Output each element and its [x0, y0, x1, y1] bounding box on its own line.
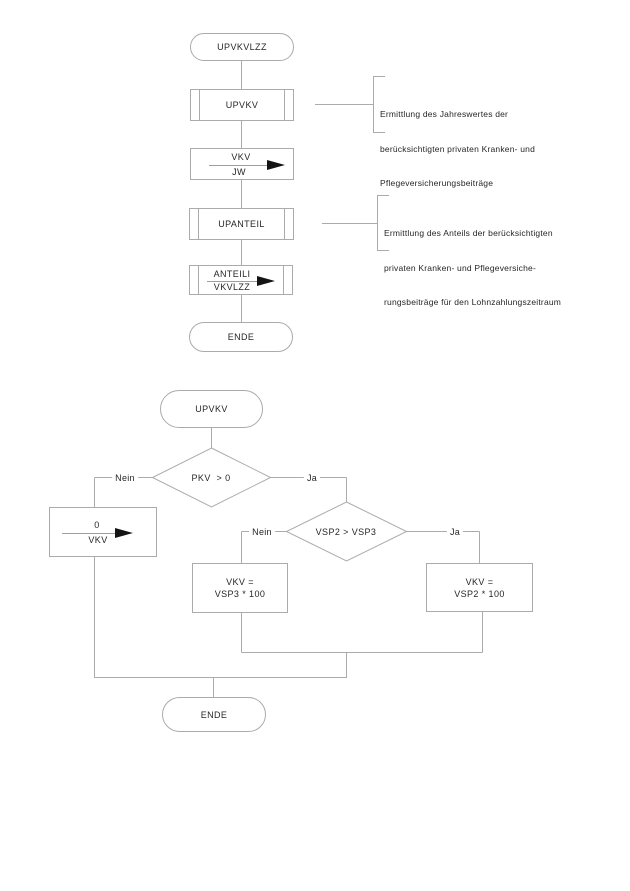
assign-arrow-icon [115, 528, 133, 538]
process-line: VSP3 * 100 [214, 589, 266, 599]
subroutine-label: UPANTEIL [218, 219, 265, 229]
decision-vsp-label: VSP2 > VSP3 [315, 527, 377, 537]
terminator-upvkv-start: UPVKV [160, 390, 263, 428]
subroutine-bar [284, 90, 285, 120]
assign-box-0-vkv: 0 VKV [49, 507, 157, 557]
terminator-ende-top: ENDE [189, 322, 293, 352]
process-line: VKV = [465, 576, 494, 587]
process-line: VKV = [226, 577, 254, 587]
assign-line [209, 165, 268, 166]
assign-source-label: 0 [94, 520, 100, 530]
annotation-line: Pflegeversicherungsbeiträge [380, 178, 494, 188]
annotation-line: berücksichtigten privaten Kranken- und [380, 143, 536, 154]
annotation-upanteil: Ermittlung des Anteils der berücksichtig… [384, 205, 561, 332]
branch-label-ja: Ja [446, 527, 464, 537]
assign-box-anteili-vkvlzz: ANTEILI VKVLZZ [189, 265, 293, 295]
annotation-line: Ermittlung des Jahreswertes der [380, 109, 509, 119]
terminator-label: UPVKVLZZ [217, 42, 267, 52]
assign-box-vkv-jw: VKV JW [190, 148, 294, 180]
subroutine-bar [198, 209, 199, 239]
annotation-line: Ermittlung des Anteils der berücksichtig… [384, 228, 553, 238]
subroutine-bar [199, 90, 200, 120]
process-box-vsp2: VKV = VSP2 * 100 [426, 563, 533, 612]
assign-source-label: ANTEILI [213, 269, 251, 279]
terminator-label: ENDE [200, 709, 228, 720]
annotation-upvkv: Ermittlung des Jahreswertes der berücksi… [380, 86, 535, 213]
subroutine-upanteil: UPANTEIL [189, 208, 294, 240]
assign-target-label: VKV [88, 535, 108, 545]
subroutine-label: UPVKV [225, 100, 259, 110]
assign-arrow-icon [257, 276, 275, 286]
assign-target-label: JW [232, 167, 246, 177]
terminator-upvkvlzz: UPVKVLZZ [190, 33, 294, 61]
terminator-label: UPVKV [195, 404, 228, 414]
assign-line [207, 281, 258, 282]
subroutine-bar [283, 266, 284, 294]
decision-diamond-vsp [285, 501, 408, 562]
decision-diamond-pkv [151, 447, 272, 508]
annotation-bracket [377, 195, 389, 251]
branch-label-ja: Ja [303, 473, 321, 483]
subroutine-bar [198, 266, 199, 294]
subroutine-bar [284, 209, 285, 239]
branch-label-nein: Nein [249, 527, 275, 537]
annotation-bracket [373, 76, 385, 133]
assign-source-label: VKV [231, 152, 251, 162]
assign-target-label: VKVLZZ [213, 282, 251, 292]
process-box-vsp3: VKV = VSP3 * 100 [192, 563, 288, 613]
branch-label-nein: Nein [112, 473, 138, 483]
assign-arrow-icon [267, 160, 285, 170]
decision-pkv-label: PKV > 0 [191, 473, 231, 483]
terminator-label: ENDE [227, 332, 255, 342]
subroutine-upvkv: UPVKV [190, 89, 294, 121]
process-line: VSP2 * 100 [454, 588, 505, 599]
annotation-line: rungsbeiträge für den Lohnzahlungszeitra… [384, 297, 562, 307]
terminator-ende-bottom: ENDE [162, 697, 266, 732]
annotation-line: privaten Kranken- und Pflegeversiche- [384, 262, 536, 273]
assign-line [62, 533, 116, 534]
